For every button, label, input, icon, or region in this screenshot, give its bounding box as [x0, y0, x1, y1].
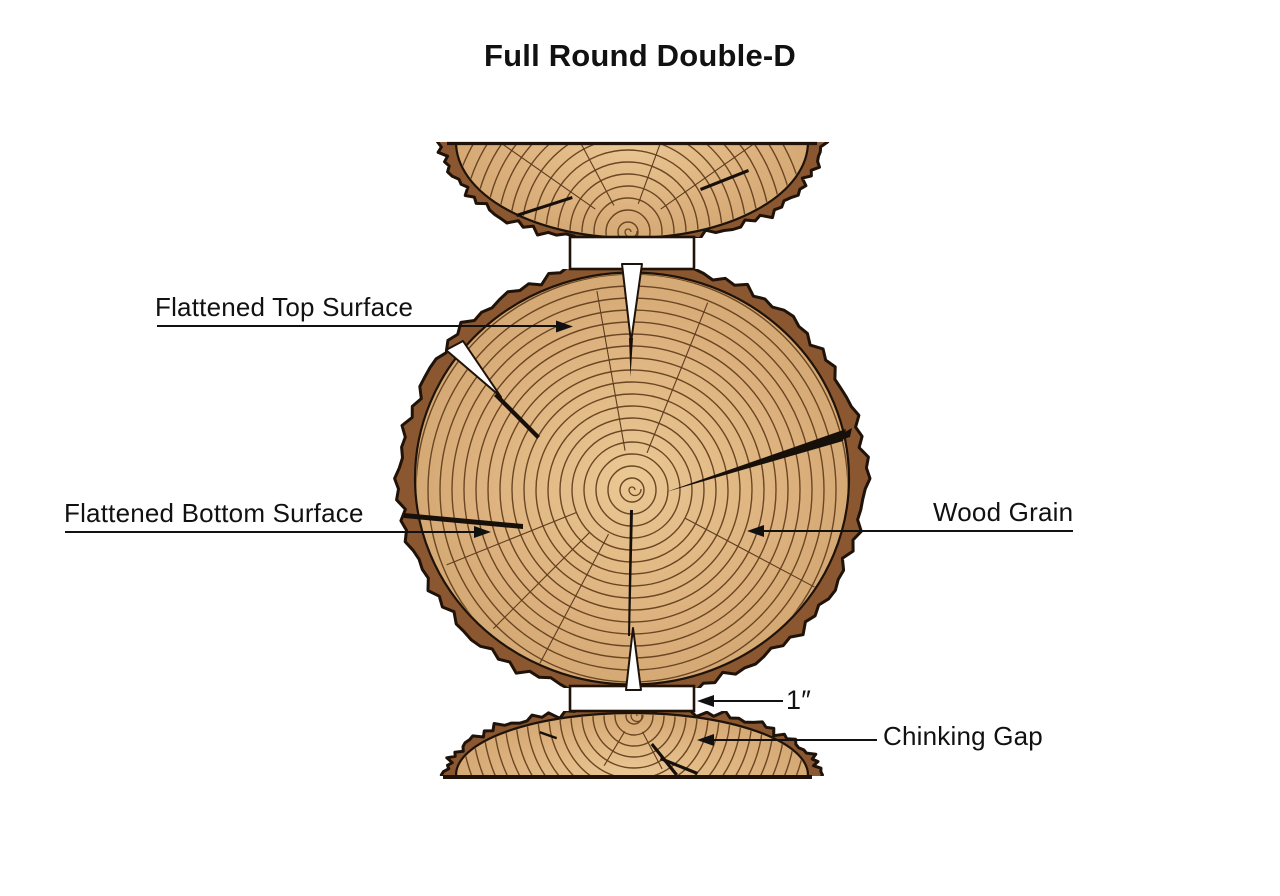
crack-upperlog-right — [700, 169, 749, 191]
crack-left-horizontal — [404, 513, 523, 529]
label-wood-grain: Wood Grain — [933, 497, 1074, 527]
wood-cracks — [404, 169, 852, 776]
check-wedge-left — [445, 340, 502, 398]
label-chinking-gap: Chinking Gap — [883, 721, 1043, 751]
flattened-bottom-arrowhead — [474, 526, 491, 538]
wood-grain-arrowhead — [747, 525, 764, 537]
growth-ring — [511, 369, 753, 611]
crack-lowerlog-b — [660, 757, 698, 775]
grain-ray — [493, 532, 590, 629]
pith-center — [624, 228, 638, 237]
crack-top-vertical — [629, 338, 633, 377]
growth-ring — [499, 357, 765, 623]
growth-ring — [593, 197, 663, 237]
grain-ray — [596, 290, 626, 451]
crack-right-edge — [818, 428, 852, 447]
label-flattened-top: Flattened Top Surface — [155, 292, 414, 322]
crack-upperlog-left — [516, 196, 573, 217]
crack-lowerlog-c — [539, 731, 557, 740]
grain-ray — [637, 142, 686, 204]
pith-center — [630, 714, 644, 723]
pith-center — [628, 486, 642, 497]
grain-ray — [684, 517, 816, 588]
gap-size-arrowhead — [697, 695, 714, 707]
label-flattened-bottom: Flattened Bottom Surface — [64, 498, 364, 528]
crack-bottom-vertical — [628, 510, 633, 636]
label-gap-size: 1″ — [786, 685, 811, 715]
check-wedge-top — [621, 263, 643, 343]
grain-ray — [646, 302, 709, 454]
growth-ring — [614, 714, 654, 736]
grain-ray — [494, 142, 596, 210]
diagram-title: Full Round Double-D — [483, 38, 796, 73]
leader-lines — [65, 320, 1073, 746]
grain-ray — [446, 511, 577, 566]
chinking-gap-arrowhead — [697, 734, 714, 746]
growth-ring — [619, 477, 645, 503]
growth-ring — [547, 405, 717, 575]
main-log-cross-section — [393, 269, 872, 688]
growth-ring — [603, 714, 665, 747]
growth-ring — [625, 714, 643, 725]
grain-ray — [603, 731, 626, 766]
grain-ray — [660, 142, 762, 210]
growth-ring — [581, 185, 675, 237]
growth-ring — [559, 417, 705, 563]
flattened-top-arrowhead — [556, 320, 573, 333]
grain-ray — [641, 731, 663, 770]
growth-ring — [523, 381, 741, 599]
grain-ray — [537, 533, 610, 667]
crack-upper-left-tail — [494, 393, 540, 439]
growth-ring — [535, 393, 729, 587]
check-wedge-bottom — [625, 627, 642, 691]
growth-ring — [605, 209, 651, 237]
growth-ring — [617, 221, 639, 237]
crack-right-long — [666, 429, 846, 492]
